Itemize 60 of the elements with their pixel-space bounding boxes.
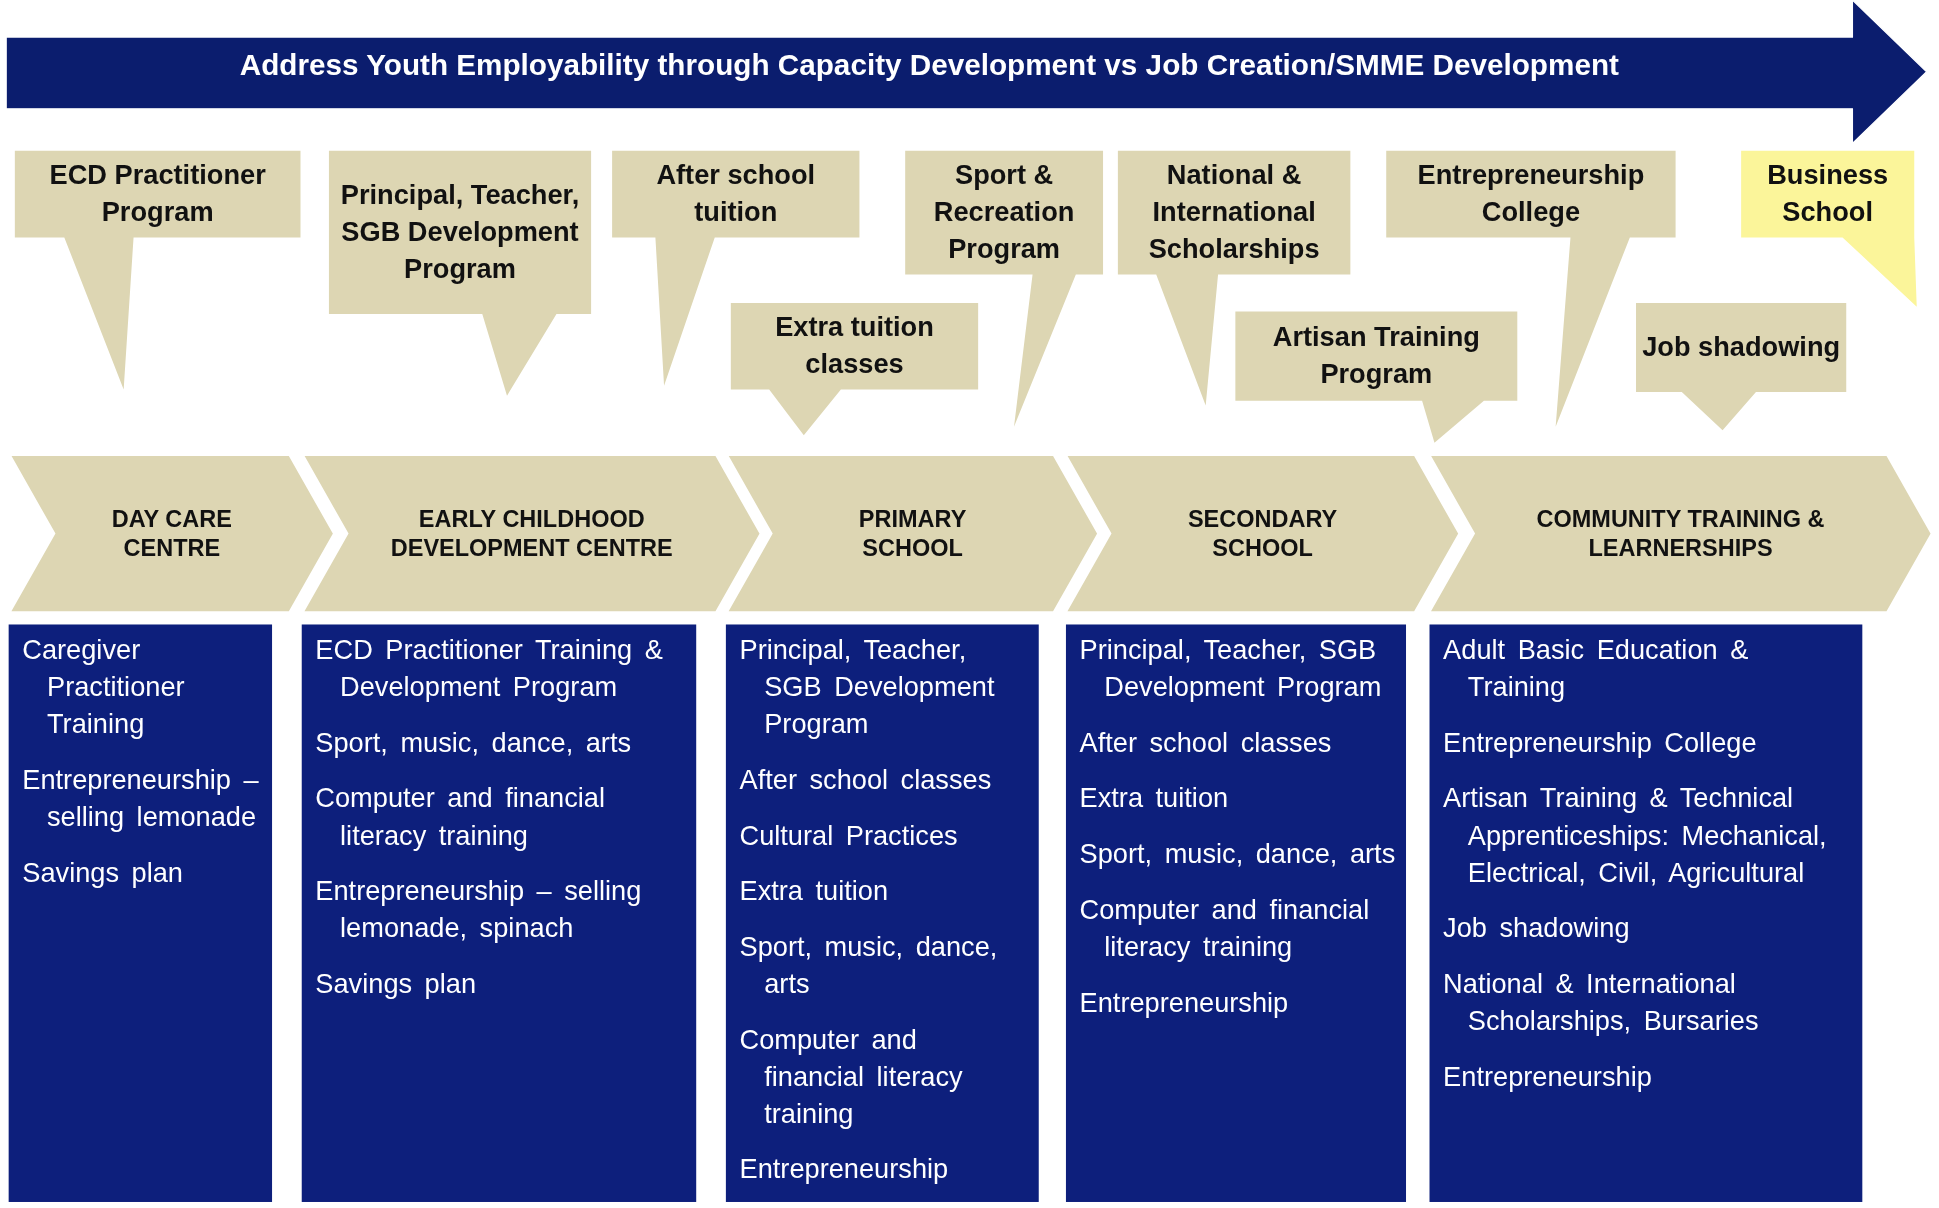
activity-item: Principal, Teacher, SGB Development Program bbox=[1079, 633, 1383, 705]
callout-bubble bbox=[730, 302, 979, 436]
callout-bubble bbox=[1235, 311, 1518, 443]
activity-panel bbox=[1065, 624, 1406, 1202]
activity-item: Adult Basic Education & Training bbox=[1443, 633, 1750, 705]
callout-text: ECD Practitioner Program bbox=[48, 158, 267, 230]
stage-step bbox=[9, 455, 334, 613]
activity-item: Cultural Practices bbox=[739, 818, 959, 853]
activity-item: Caregiver Practitioner Training bbox=[22, 633, 186, 742]
activity-item: Computer and financial literacy training bbox=[315, 781, 606, 853]
callout-text: Artisan Training Program bbox=[1271, 320, 1481, 392]
callout-text: Entrepreneurship College bbox=[1416, 158, 1646, 230]
callout-bubble bbox=[328, 150, 592, 396]
activity-item: After school classes bbox=[739, 763, 993, 798]
activity-item: Computer and financial literacy training bbox=[1079, 893, 1371, 965]
activity-item: ECD Practitioner Training & Development Program bbox=[315, 633, 664, 705]
callout-text: Job shadowing bbox=[1642, 330, 1841, 365]
activity-item: Entrepreneurship – selling lemonade bbox=[22, 763, 260, 835]
activity-item: Savings plan bbox=[315, 967, 478, 1002]
activity-item: Sport, music, dance, arts bbox=[315, 726, 633, 761]
activity-item: National & International Scholarships, Bursaries bbox=[1443, 967, 1760, 1039]
stage-step bbox=[302, 455, 761, 613]
activity-item: Sport, music, dance, arts bbox=[1079, 837, 1397, 872]
stage-label: EARLY CHILDHOOD DEVELOPMENT CENTRE bbox=[389, 504, 674, 563]
activity-panel bbox=[301, 624, 697, 1202]
activity-panel bbox=[1429, 624, 1863, 1202]
activity-item: Job shadowing bbox=[1443, 911, 1631, 946]
stage-step bbox=[1429, 455, 1932, 613]
callout-text: Business School bbox=[1766, 158, 1890, 230]
activity-item: Entrepreneurship – selling lemonade, spinach bbox=[315, 874, 643, 946]
callout-text: Extra tuition classes bbox=[774, 310, 935, 382]
stage-label: PRIMARY SCHOOL bbox=[857, 504, 968, 563]
callout-text: National & International Scholarships bbox=[1147, 158, 1321, 267]
activity-item: Savings plan bbox=[22, 855, 184, 890]
callout-bubble bbox=[14, 150, 301, 390]
activity-item: Entrepreneurship College bbox=[1443, 726, 1758, 761]
activity-item: Artisan Training & Technical Apprenticeships: Mechanical, Electrical, Civil, Agricultural bbox=[1443, 781, 1828, 890]
activity-item: Sport, music, dance, arts bbox=[739, 930, 999, 1002]
activity-item: Extra tuition bbox=[739, 874, 890, 909]
activity-item: Computer and financial literacy training bbox=[739, 1022, 964, 1131]
activity-panel bbox=[725, 624, 1039, 1202]
callout-text: After school tuition bbox=[655, 158, 817, 230]
banner-title: Address Youth Employability through Capacity Development vs Job Creation/SMME Development bbox=[238, 47, 1620, 84]
activity-item: Extra tuition bbox=[1079, 781, 1230, 816]
stage-label: SECONDARY SCHOOL bbox=[1186, 504, 1339, 563]
stage-step bbox=[1065, 455, 1460, 613]
callout-text: Sport & Recreation Program bbox=[932, 158, 1076, 267]
activity-item: Principal, Teacher, SGB Development Program bbox=[739, 633, 996, 742]
stage-label: DAY CARE CENTRE bbox=[110, 504, 233, 563]
activity-item: After school classes bbox=[1079, 726, 1333, 761]
activity-panel bbox=[8, 624, 273, 1202]
callout-bubble bbox=[1741, 150, 1917, 307]
stage-step bbox=[727, 455, 1099, 613]
stage-label: COMMUNITY TRAINING & LEARNERSHIPS bbox=[1535, 504, 1826, 563]
callout-bubble bbox=[1636, 302, 1847, 431]
activity-item: Entrepreneurship bbox=[1443, 1060, 1653, 1094]
callout-text: Principal, Teacher, SGB Development Program bbox=[339, 178, 581, 287]
banner-arrow bbox=[6, 0, 1927, 144]
activity-item: Entrepreneurship bbox=[1079, 985, 1290, 1020]
activity-item: Entrepreneurship bbox=[739, 1152, 950, 1187]
